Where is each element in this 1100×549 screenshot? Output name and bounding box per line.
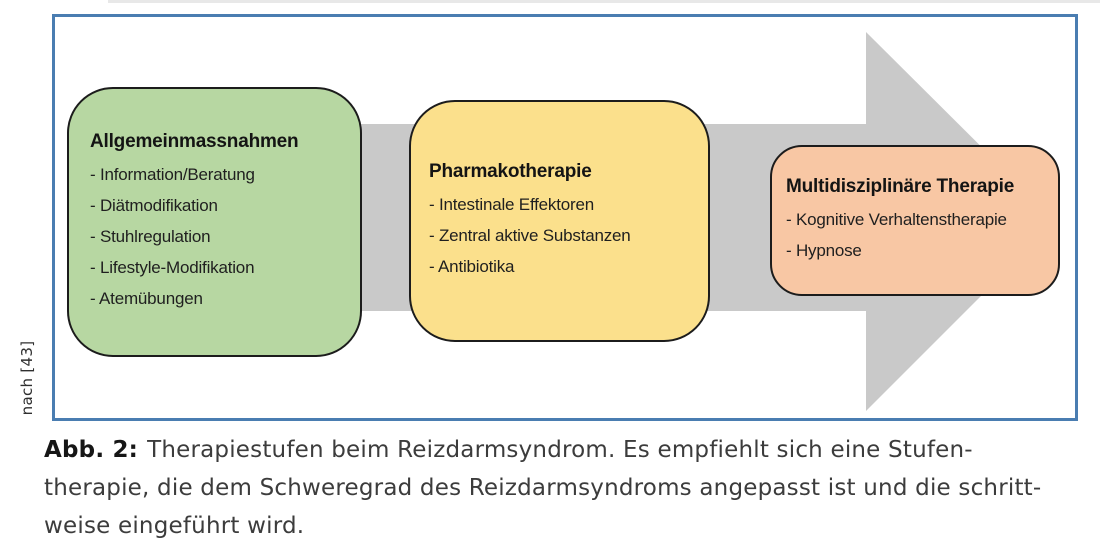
figure-caption: Abb. 2: Therapiestufen beim Reizdarmsyndr…	[44, 431, 1090, 545]
source-note: nach [43]	[18, 340, 36, 416]
step-box-multidisziplinaere-therapie: Multidisziplinäre Therapie - Kognitive V…	[770, 145, 1060, 296]
step-item: - Lifestyle-Modifikation	[90, 257, 255, 277]
step-title: Pharmakotherapie	[429, 160, 592, 182]
step-item: - Stuhlregulation	[90, 226, 211, 246]
caption-text: Therapiestufen beim Reizdarmsyndrom. Es …	[147, 437, 973, 463]
caption-line-2: therapie, die dem Schweregrad des Reizda…	[44, 475, 1042, 501]
caption-label: Abb. 2:	[44, 437, 139, 463]
step-box-allgemeinmassnahmen: Allgemeinmassnahmen - Information/Beratu…	[67, 87, 362, 357]
step-item: - Antibiotika	[429, 256, 515, 276]
step-item: - Zentral aktive Substanzen	[429, 225, 631, 245]
caption-line-1: Abb. 2: Therapiestufen beim Reizdarmsyndr…	[44, 431, 1090, 469]
crop-edge-artifact	[108, 0, 1100, 3]
step-box-pharmakotherapie: Pharmakotherapie - Intestinale Effektore…	[409, 100, 710, 342]
step-item: - Kognitive Verhaltenstherapie	[786, 209, 1007, 229]
step-item: - Diätmodifikation	[90, 195, 218, 215]
step-item: - Intestinale Effektoren	[429, 194, 594, 214]
step-title: Multidisziplinäre Therapie	[786, 175, 1015, 197]
step-item: - Information/Beratung	[90, 164, 255, 184]
step-title: Allgemeinmassnahmen	[90, 130, 299, 152]
caption-line-3: weise eingeführt wird.	[44, 513, 305, 539]
step-item: - Hypnose	[786, 240, 862, 260]
step-item: - Atemübungen	[90, 288, 203, 308]
